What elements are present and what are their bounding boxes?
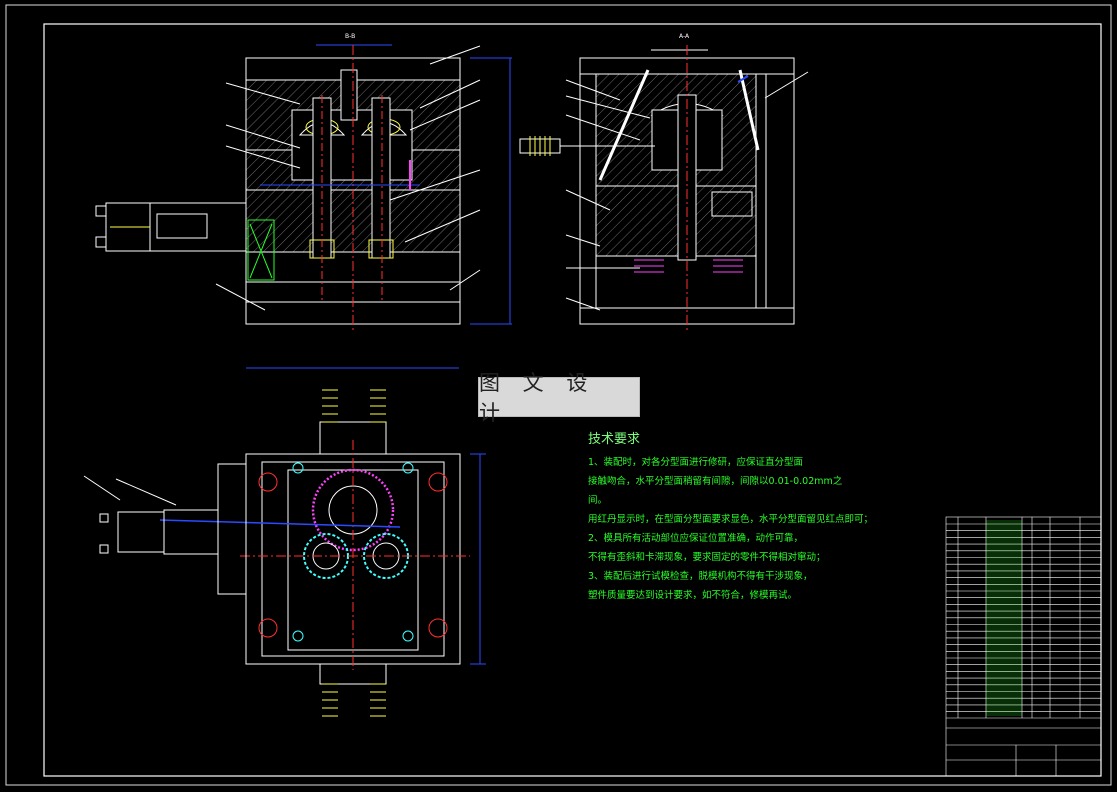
section-aa-view: A-A	[519, 33, 809, 330]
inner-border	[43, 23, 1102, 777]
plan-view	[83, 367, 486, 717]
tech-line: 3、装配后进行试模检查，脱模机构不得有干涉现象，	[588, 571, 813, 582]
section-aa-label: A-A	[679, 33, 690, 40]
tech-line: 用红丹显示时，在型面分型面要求显色，水平分型面留见红点即可；	[588, 514, 874, 525]
technical-requirements: 技术要求 1、装配时，对各分型面进行修研，应保证直分型面 接触吻合，水平分型面稍…	[588, 428, 874, 605]
tech-line: 塑件质量要达到设计要求，如不符合，修模再试。	[588, 590, 798, 601]
tech-line: 不得有歪斜和卡滞现象，要求固定的零件不得相对窜动；	[588, 552, 826, 563]
tech-requirements-heading: 技术要求	[588, 432, 641, 447]
tech-line: 1、装配时，对各分型面进行修研，应保证直分型面	[588, 457, 804, 468]
parts-list-table	[945, 516, 1102, 777]
tech-line: 接触吻合，水平分型面稍留有间隙，间隙以0.01-0.02mm之	[588, 476, 843, 487]
section-bb-label: B-B	[345, 33, 355, 40]
tech-line: 间。	[588, 495, 608, 506]
watermark-stamp: 图 文 设 计	[478, 371, 640, 425]
outer-border	[5, 4, 1112, 786]
section-bb-view: B-B	[95, 33, 512, 330]
tech-line: 2、模具所有活动部位应保证位置准确，动作可靠，	[588, 533, 804, 544]
